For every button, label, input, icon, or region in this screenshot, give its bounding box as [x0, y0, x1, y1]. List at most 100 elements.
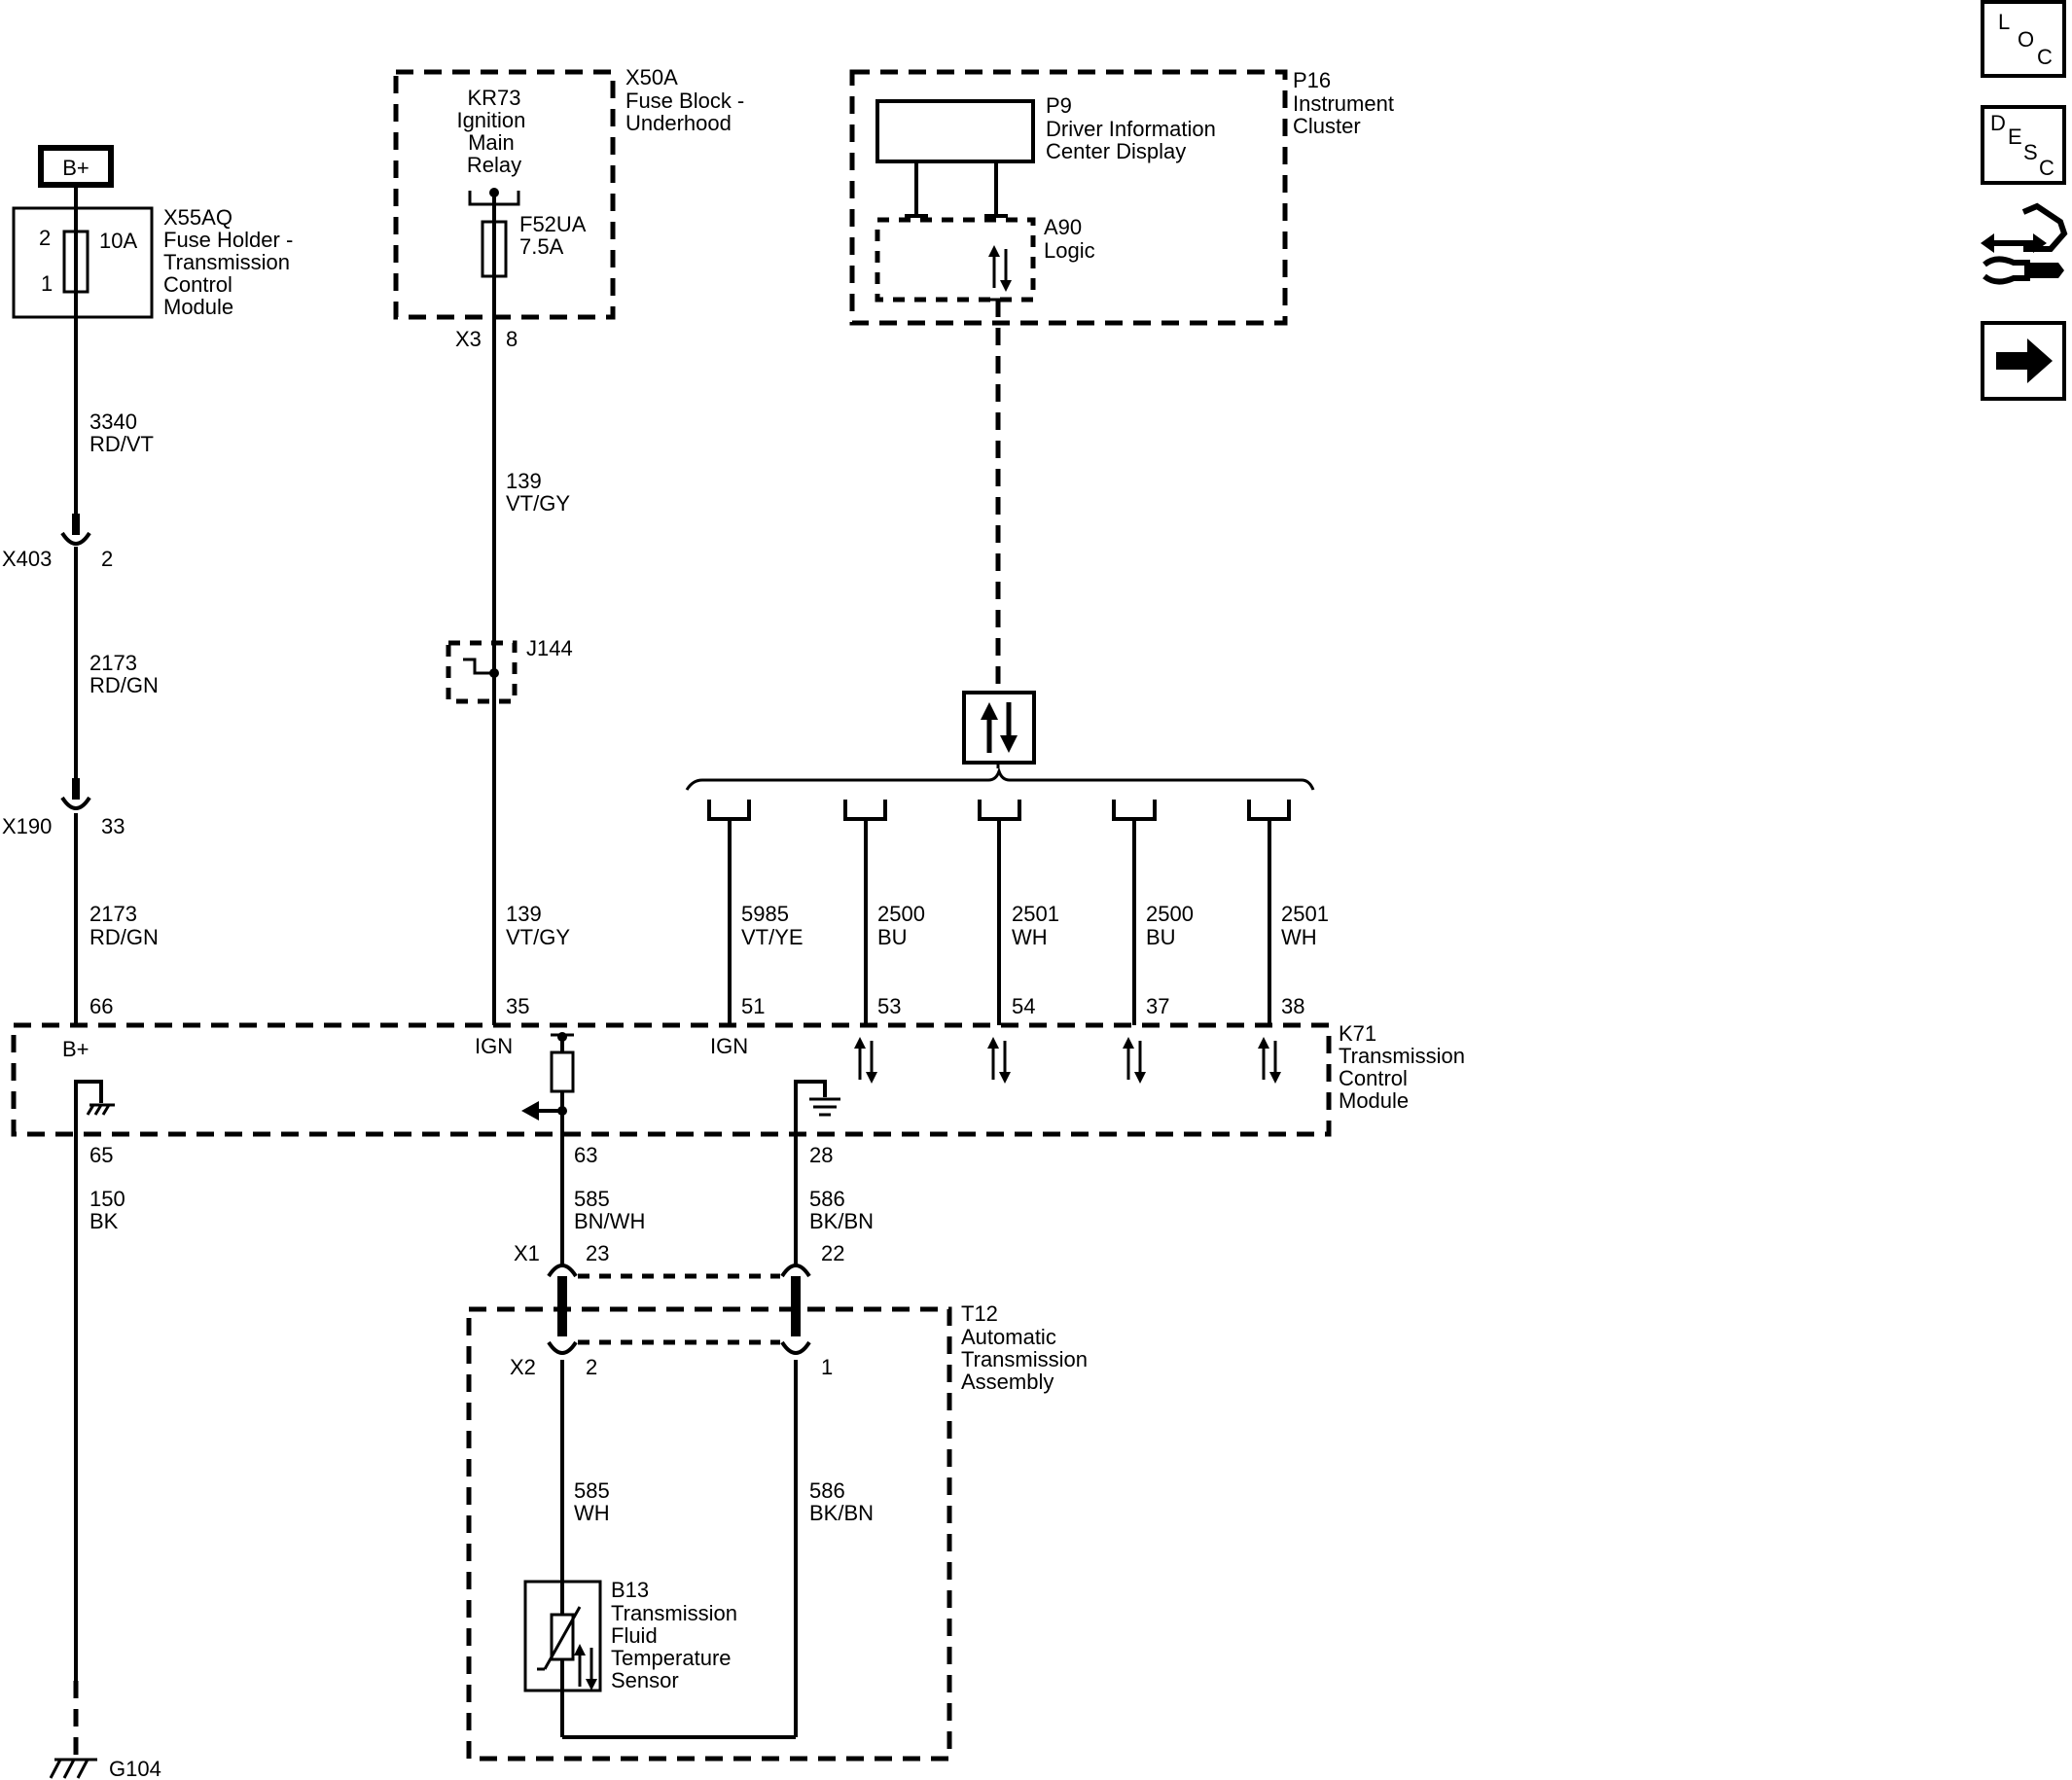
connector-x190-id: X190	[2, 814, 52, 838]
tcm-pin-63: 63	[574, 1143, 597, 1167]
display-p9-name: Driver Information Center Display	[1046, 117, 1222, 163]
tcm-label-ign-1: IGN	[475, 1034, 513, 1058]
tcm-pin-37: 37	[1146, 994, 1169, 1018]
svg-text:O: O	[2018, 27, 2034, 52]
wire-586-lower-color: BK/BN	[809, 1501, 874, 1525]
connector-x403-id: X403	[2, 547, 52, 571]
connector-x1-pin-b: 22	[821, 1241, 844, 1265]
wire-139-lower-circuit: 139	[506, 902, 542, 926]
wire-2173-lower-circuit: 2173	[89, 902, 137, 926]
next-arrow-icon[interactable]	[1981, 321, 2066, 401]
fuse-block-connector: X3	[455, 327, 482, 351]
logic-a90-id: A90	[1044, 215, 1082, 239]
battery-positive-source: B+	[38, 145, 114, 208]
relay-name: Ignition Main Relay	[456, 108, 531, 177]
wire-586-lower-circuit: 586	[809, 1478, 845, 1503]
transmission-name: Automatic Transmission Assembly	[961, 1325, 1093, 1394]
svg-text:S: S	[2023, 140, 2038, 164]
fuse-block-id: X50A	[625, 65, 678, 89]
instrument-cluster-p16: P16 Instrument Cluster P9 Driver Informa…	[849, 68, 1394, 326]
relay-id: KR73	[467, 86, 520, 110]
wire-585-upper-circuit: 585	[574, 1187, 610, 1211]
branch-5985: 5985 VT/YE	[707, 800, 804, 1025]
tcm-pin-54: 54	[1012, 994, 1035, 1018]
wire-150: 150 BK	[73, 1134, 125, 1759]
connector-tool-icon[interactable]	[1981, 202, 2068, 285]
tcm-pin-35: 35	[506, 994, 529, 1018]
sensor-b13: B13 Transmission Fluid Temperature Senso…	[523, 1578, 737, 1737]
tcm-pin-66: 66	[89, 994, 113, 1018]
wire-585-upper: 585 BN/WH	[560, 1134, 645, 1266]
logic-a90-name: Logic	[1044, 238, 1095, 263]
splice-id: J144	[526, 636, 573, 660]
wire-2501a-circuit: 2501	[1012, 902, 1059, 926]
wire-3340-color: RD/VT	[89, 432, 154, 456]
wire-150-color: BK	[89, 1209, 119, 1233]
transmission-id: T12	[961, 1301, 998, 1326]
wire-139-lower: 139 VT/GY	[492, 673, 570, 1025]
wire-586-upper-color: BK/BN	[809, 1209, 874, 1233]
wire-2173-upper-circuit: 2173	[89, 651, 137, 675]
fuse-holder-x55aq: 2 1 10A X55AQ Fuse Holder - Transmission…	[12, 205, 299, 319]
svg-text:D: D	[1990, 111, 2006, 135]
sensor-id: B13	[611, 1578, 649, 1602]
connector-x2: X2 2 1	[510, 1339, 833, 1379]
wire-2501b-color: WH	[1281, 925, 1317, 949]
svg-text:C: C	[2039, 156, 2054, 180]
wire-585-upper-color: BN/WH	[574, 1209, 645, 1233]
wire-2501a-color: WH	[1012, 925, 1048, 949]
wire-139-lower-color: VT/GY	[506, 925, 570, 949]
fuse-block-name: Fuse Block - Underhood	[625, 89, 750, 135]
tcm-name: Transmission Control Module	[1339, 1044, 1471, 1113]
tcm-pin-65: 65	[89, 1143, 113, 1167]
tcm-pin-28: 28	[809, 1143, 833, 1167]
bidir-arrow-icon	[852, 1035, 879, 1086]
connector-x1-id: X1	[514, 1241, 540, 1265]
connector-x2-pin-a: 2	[586, 1355, 597, 1379]
wire-5985-color: VT/YE	[741, 925, 804, 949]
connector-x2-id: X2	[510, 1355, 536, 1379]
connector-x190-pin: 33	[101, 814, 125, 838]
tcm-label-bplus: B+	[62, 1037, 89, 1061]
pullup-resistor-icon	[521, 1032, 575, 1259]
fuse-f52ua-id: F52UA	[519, 212, 587, 236]
wire-5985-circuit: 5985	[741, 902, 789, 926]
wire-2173-lower-color: RD/GN	[89, 925, 159, 949]
tcm-id: K71	[1339, 1021, 1376, 1046]
wire-585-lower-color: WH	[574, 1501, 610, 1525]
svg-text:E: E	[2008, 125, 2022, 149]
serial-data-link	[685, 300, 1315, 791]
wire-585-lower: 585 WH	[560, 1360, 610, 1582]
wire-3340-circuit: 3340	[89, 409, 137, 434]
wire-586-lower: 586 BK/BN	[562, 1360, 874, 1739]
connector-x190: X190 33	[2, 796, 125, 838]
battery-positive-label: B+	[62, 156, 89, 180]
fuse-rating: 10A	[99, 229, 137, 253]
fuse-holder-pin-bottom: 1	[41, 271, 53, 296]
fuse-block-pin: 8	[506, 327, 518, 351]
wire-2173-upper: 2173 RD/GN	[72, 547, 159, 800]
connector-x403: X403 2	[2, 531, 113, 571]
wire-2501b-circuit: 2501	[1281, 902, 1329, 926]
display-p9-id: P9	[1046, 93, 1072, 118]
svg-text:C: C	[2037, 45, 2053, 69]
fuse-holder-name: Fuse Holder - Transmission Control Modul…	[163, 228, 299, 319]
loc-icon[interactable]: L O C	[1981, 0, 2066, 78]
tcm-pin-38: 38	[1281, 994, 1304, 1018]
wire-2173-lower: 2173 RD/GN	[74, 813, 159, 1025]
wire-2500b-color: BU	[1146, 925, 1176, 949]
wire-586-upper: 586 BK/BN	[794, 1134, 874, 1266]
transmission-control-module-k71: K71 Transmission Control Module 66 35 51…	[11, 994, 1471, 1259]
connector-x2-pin-b: 1	[821, 1355, 833, 1379]
fuse-f52ua-rating: 7.5A	[519, 234, 564, 259]
tcm-pin-53: 53	[877, 994, 901, 1018]
wire-150-circuit: 150	[89, 1187, 125, 1211]
svg-text:L: L	[1998, 10, 2010, 34]
desc-icon[interactable]: D E S C	[1981, 105, 2066, 185]
branch-2501b: 2501 WH	[1247, 800, 1329, 1025]
fuse-holder-pin-top: 2	[39, 226, 51, 250]
wire-586-upper-circuit: 586	[809, 1187, 845, 1211]
branch-2500a: 2500 BU	[843, 800, 925, 1025]
ground-id: G104	[109, 1757, 161, 1780]
